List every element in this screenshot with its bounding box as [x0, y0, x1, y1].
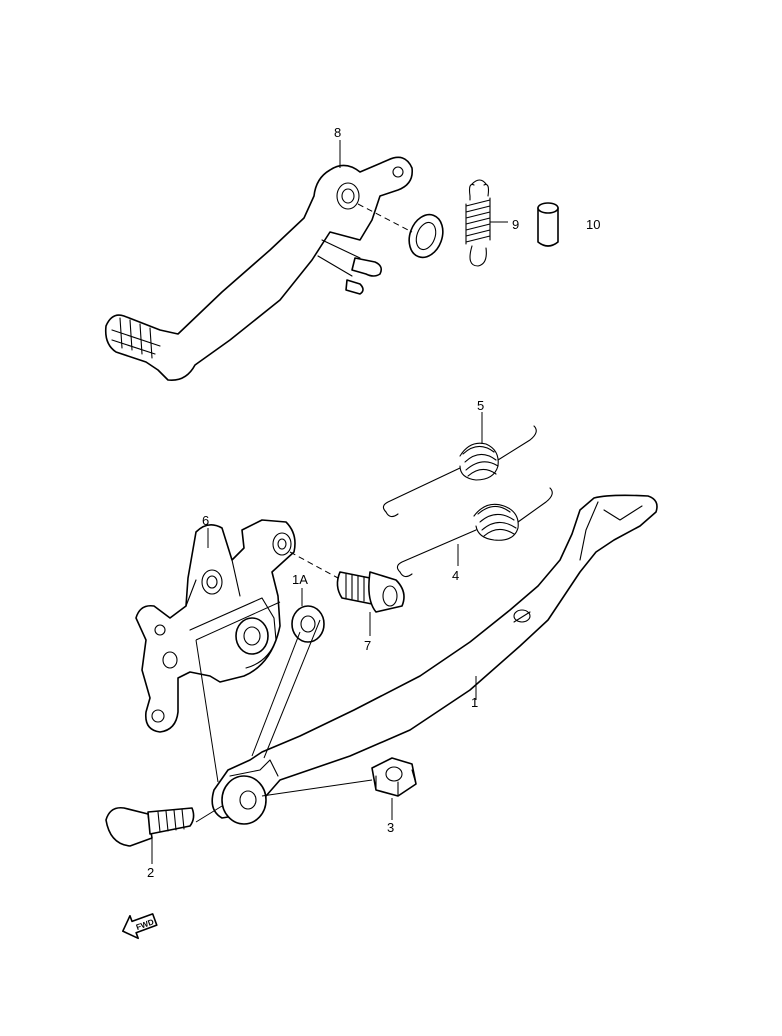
shift-lever-washer[interactable] — [403, 210, 448, 262]
callout-1: 1 — [471, 695, 478, 710]
callout-1a: 1A — [292, 572, 308, 587]
callout-8: 8 — [334, 125, 341, 140]
side-stand-nut[interactable] — [371, 757, 417, 797]
callout-3: 3 — [387, 820, 394, 835]
pivot-pin[interactable] — [537, 202, 559, 247]
callout-2: 2 — [147, 865, 154, 880]
callout-6: 6 — [202, 513, 209, 528]
stand-spring-lower[interactable] — [396, 487, 553, 578]
callout-4: 4 — [452, 568, 459, 583]
stand-bracket[interactable] — [135, 519, 296, 733]
callout-7: 7 — [364, 638, 371, 653]
callout-10: 10 — [586, 217, 600, 232]
stand-spring-upper[interactable] — [382, 425, 537, 518]
shift-return-spring[interactable] — [465, 179, 491, 267]
side-stand[interactable] — [211, 494, 658, 825]
side-stand-bolt[interactable] — [105, 806, 195, 847]
callout-5: 5 — [477, 398, 484, 413]
gear-shift-lever[interactable] — [104, 156, 414, 382]
stand-pivot-bolt[interactable] — [336, 571, 405, 613]
callout-9: 9 — [512, 217, 519, 232]
forward-arrow-icon: FWD — [121, 913, 158, 940]
stand-washer[interactable] — [291, 605, 325, 643]
stand-washer-inner[interactable] — [235, 617, 269, 655]
